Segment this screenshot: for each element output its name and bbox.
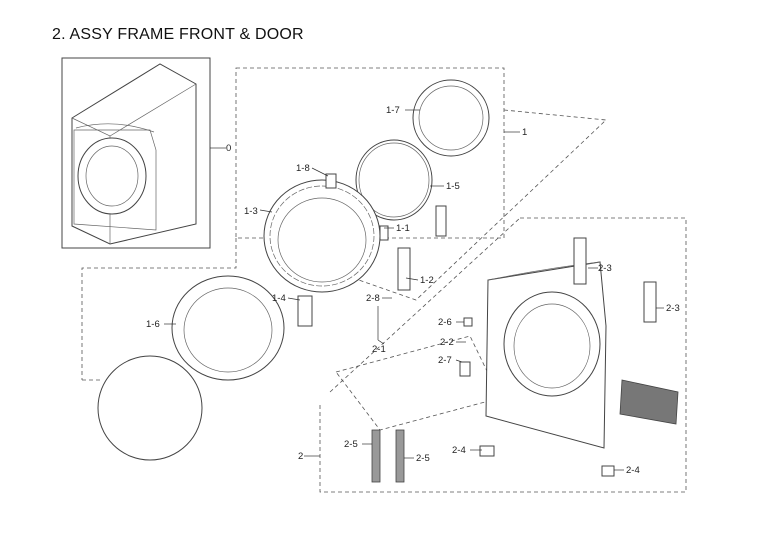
callout-1-5: 1-5 <box>446 181 460 192</box>
callout-1: 1 <box>522 127 527 138</box>
callout-1-1: 1-1 <box>396 223 410 234</box>
callout-2-3-upper: 2-3 <box>598 263 612 274</box>
callout-2-3-right: 2-3 <box>666 303 680 314</box>
callout-0: 0 <box>226 143 231 154</box>
part-2-7-clip <box>459 361 471 377</box>
washer-inset <box>61 57 211 249</box>
callout-2-2: 2-2 <box>440 337 454 348</box>
callout-2-7: 2-7 <box>438 355 452 366</box>
part-1-3-door-frame <box>263 179 381 293</box>
callout-1-2: 1-2 <box>420 275 434 286</box>
callout-2-4-center: 2-4 <box>452 445 466 456</box>
callout-1-4: 1-4 <box>272 293 286 304</box>
callout-labels: 0 1 1-7 1-5 1-8 1-3 1-1 1-2 1-4 1-6 2-8 … <box>146 105 680 476</box>
part-1-8-hinge-clip <box>325 173 337 189</box>
callout-2: 2 <box>298 451 303 462</box>
page-title: 2. ASSY FRAME FRONT & DOOR <box>52 26 304 43</box>
callout-2-1: 2-1 <box>372 344 386 355</box>
assy-2-outline <box>319 217 687 493</box>
part-1-2-hinge <box>397 205 447 291</box>
part-2-5-foam-strips <box>371 429 405 483</box>
callout-2-5-right: 2-5 <box>416 453 430 464</box>
part-2-6-screw <box>463 317 473 327</box>
callout-1-6: 1-6 <box>146 319 160 330</box>
callout-2-4-right: 2-4 <box>626 465 640 476</box>
assy-1-outline <box>235 67 505 239</box>
part-1-6-door-outer <box>171 275 285 381</box>
part-1-1-latch <box>379 225 389 241</box>
part-1-7-door-glass <box>412 79 490 157</box>
callout-1-8: 1-8 <box>296 163 310 174</box>
leader-lines <box>164 109 664 471</box>
part-1-4-bracket <box>297 295 313 327</box>
part-frame-front <box>485 261 607 449</box>
part-2-4-clip-a <box>479 445 495 457</box>
part-2-3-bracket-a <box>573 237 587 285</box>
part-1-5-gasket-ring <box>355 139 433 221</box>
part-door-glass-cover <box>97 355 203 461</box>
callout-2-5-left: 2-5 <box>344 439 358 450</box>
part-2-3-bracket-b <box>643 281 657 323</box>
part-insulation-pad <box>619 379 679 425</box>
part-2-4-clip-b <box>601 465 615 477</box>
callout-2-6: 2-6 <box>438 317 452 328</box>
callout-1-3: 1-3 <box>244 206 258 217</box>
callout-1-7: 1-7 <box>386 105 400 116</box>
callout-2-8: 2-8 <box>366 293 380 304</box>
